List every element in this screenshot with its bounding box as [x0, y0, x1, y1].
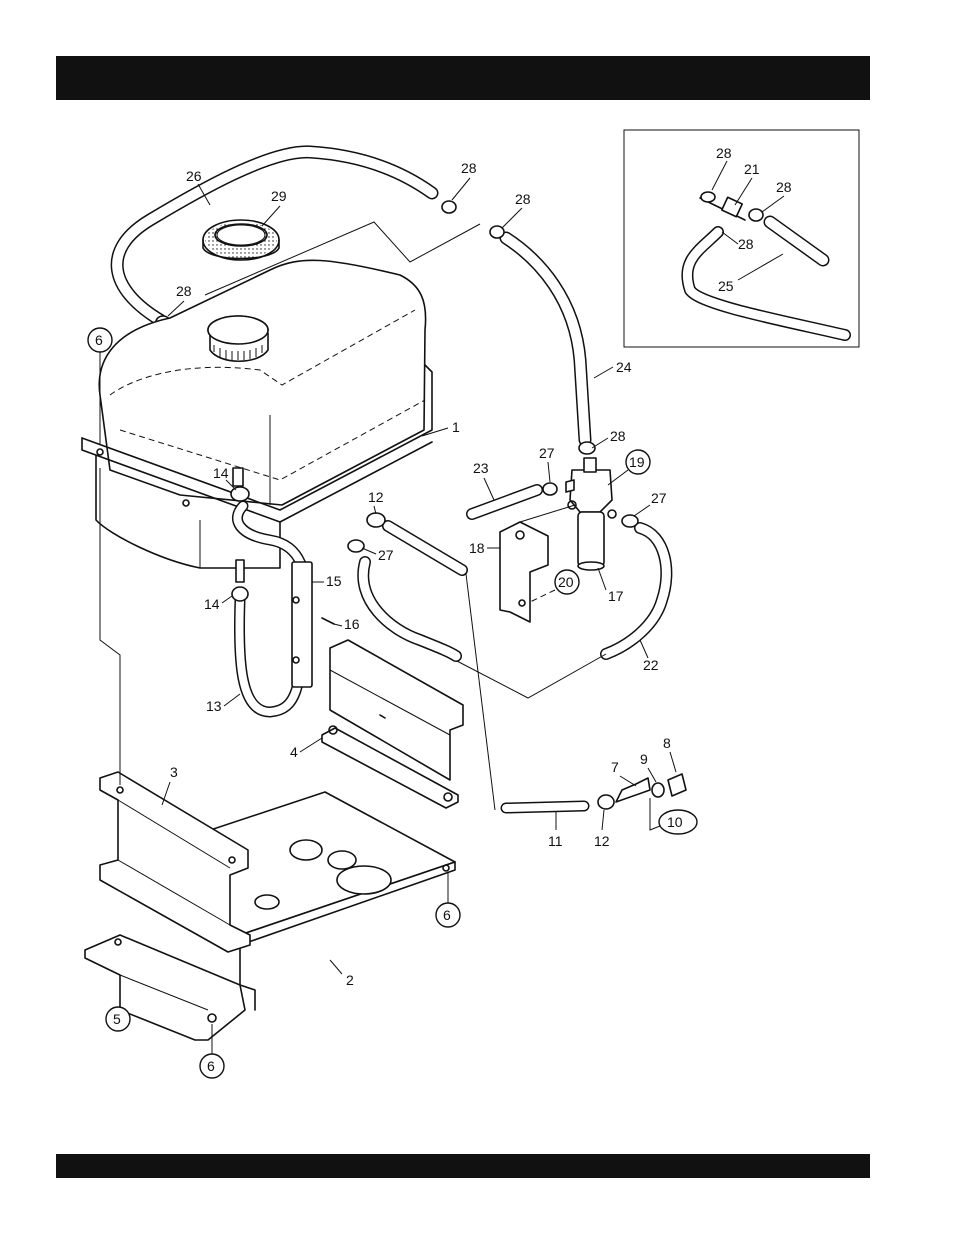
- callout-29: 29: [271, 188, 287, 204]
- callout-28: 28: [776, 179, 792, 195]
- callout-11: 11: [548, 833, 563, 849]
- callout-7: 7: [611, 759, 619, 775]
- inset-detail: 28 21 28 28 25: [624, 130, 859, 347]
- callout-12: 12: [368, 489, 384, 505]
- callout-17: 17: [608, 588, 624, 604]
- plate-hole: [328, 851, 356, 869]
- callout-21: 21: [744, 161, 760, 177]
- plate-hole: [337, 866, 391, 894]
- fuel-hose-22: [455, 515, 666, 698]
- callout-16: 16: [344, 616, 360, 632]
- callout-25: 25: [718, 278, 734, 294]
- fuel-filter-17: [566, 458, 616, 570]
- fuel-hose-13: [232, 506, 334, 712]
- callout-18: 18: [469, 540, 485, 556]
- fuel-hose-23: [472, 483, 557, 514]
- plate-hole: [255, 895, 279, 909]
- callout-27: 27: [378, 547, 394, 563]
- callout-27: 27: [539, 445, 555, 461]
- plate-hole: [290, 840, 322, 860]
- hose-clamp-12: [367, 513, 385, 527]
- filter-bracket-18: [500, 505, 575, 622]
- plug-8: [668, 774, 686, 796]
- callout-3: 3: [170, 764, 178, 780]
- fuel-strainer-29: [203, 220, 279, 260]
- hose-clip-15: [292, 562, 312, 687]
- hose-clamp-12: [598, 795, 614, 809]
- hose-clamp-27: [348, 540, 364, 552]
- callout-14: 14: [213, 465, 229, 481]
- callout-24: 24: [616, 359, 632, 375]
- callout-13: 13: [206, 698, 222, 714]
- callout-6: 6: [207, 1058, 215, 1074]
- callout-28: 28: [610, 428, 626, 444]
- callout-5: 5: [113, 1011, 121, 1027]
- callout-28: 28: [176, 283, 192, 299]
- callout-4: 4: [290, 744, 298, 760]
- tank-bracket-4: [322, 640, 463, 808]
- hose-clamp-28: [442, 201, 456, 213]
- callout-12: 12: [594, 833, 610, 849]
- fuel-hose-11: [506, 774, 686, 809]
- callout-28: 28: [716, 145, 732, 161]
- callout-28: 28: [461, 160, 477, 176]
- callout-10: 10: [667, 814, 683, 830]
- callout-6: 6: [443, 907, 451, 923]
- callout-19: 19: [629, 454, 645, 470]
- callout-15: 15: [326, 573, 342, 589]
- screw-16: [322, 618, 334, 624]
- callout-23: 23: [473, 460, 489, 476]
- fuel-hose-24: [490, 226, 595, 454]
- callout-6: 6: [95, 332, 103, 348]
- callout-27: 27: [651, 490, 667, 506]
- callout-8: 8: [663, 735, 671, 751]
- callout-28: 28: [738, 236, 754, 252]
- callout-9: 9: [640, 751, 648, 767]
- callout-20: 20: [558, 574, 574, 590]
- gasket-9: [652, 783, 664, 797]
- callout-2: 2: [346, 972, 354, 988]
- hose-clamp-27: [543, 483, 557, 495]
- callout-28: 28: [515, 191, 531, 207]
- hose-clamp-27: [622, 515, 638, 527]
- hose-clamp-14: [232, 587, 248, 601]
- fuel-cock-7: [616, 778, 650, 802]
- callout-22: 22: [643, 657, 659, 673]
- callout-1: 1: [452, 419, 460, 435]
- callout-14: 14: [204, 596, 220, 612]
- callout-26: 26: [186, 168, 202, 184]
- tank-bracket-3: [100, 772, 250, 952]
